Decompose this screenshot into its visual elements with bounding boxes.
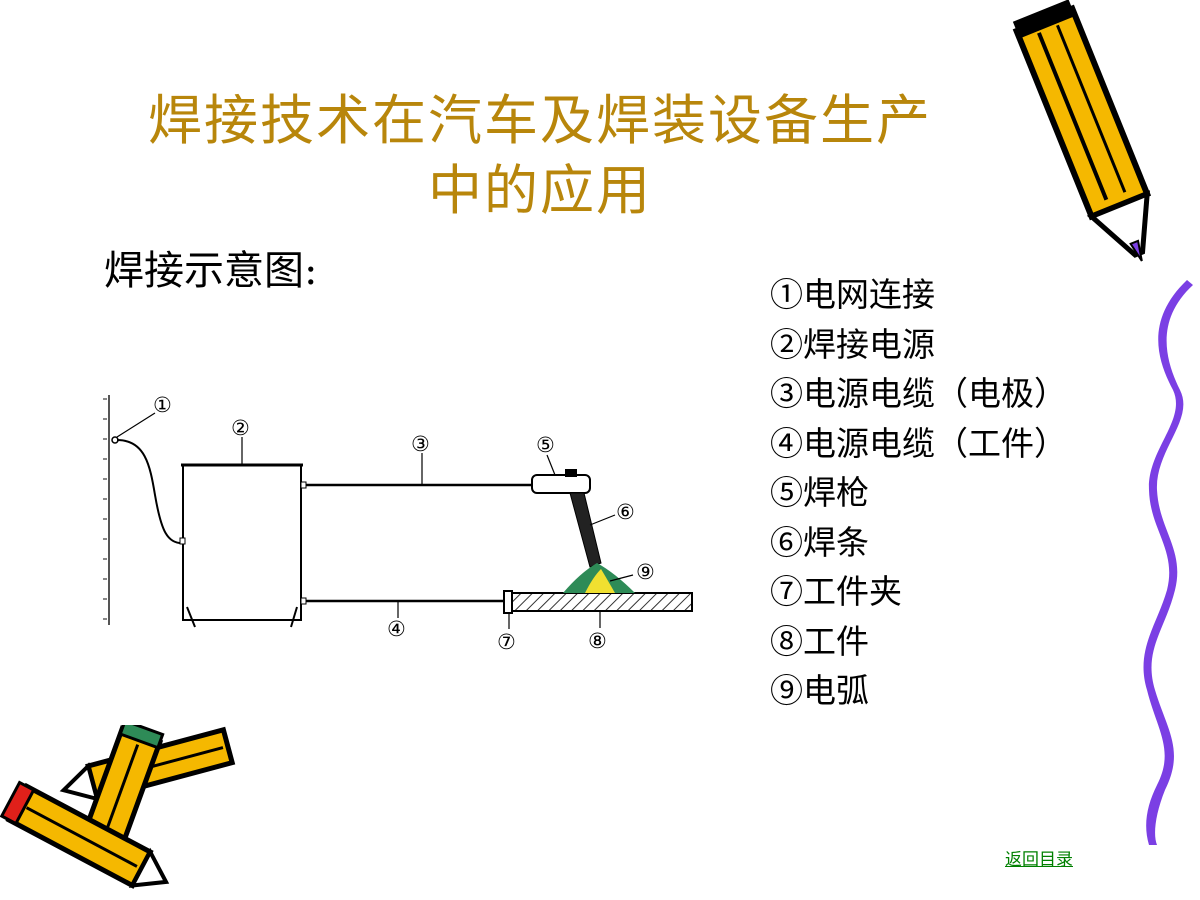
welding-arc bbox=[563, 563, 635, 593]
marker-9: ⑨ bbox=[636, 560, 655, 584]
electrode-rod bbox=[569, 492, 602, 568]
pencil-icon bbox=[1012, 0, 1152, 262]
legend-item: ⑧工件 bbox=[770, 621, 869, 661]
legend-item: ⑤焊枪 bbox=[770, 473, 869, 512]
slide-title: 焊接技术在汽车及焊装设备生产 中的应用 bbox=[100, 86, 980, 226]
marker-2: ② bbox=[231, 416, 250, 440]
purple-ribbon-icon bbox=[1143, 280, 1193, 845]
back-to-toc-link[interactable]: 返回目录 bbox=[1005, 850, 1073, 870]
marker-5: ⑤ bbox=[536, 433, 555, 457]
slide-title-line-2: 中的应用 bbox=[428, 159, 652, 222]
crossed-pencils-icon bbox=[0, 725, 236, 889]
marker-1: ① bbox=[153, 393, 172, 417]
legend-list: ①电网连接 ②焊接电源 ③电源电缆（电极） ④电源电缆（工件） ⑤焊枪 ⑥焊条 … bbox=[770, 270, 1067, 716]
diagram-heading: 焊接示意图: bbox=[104, 248, 318, 294]
legend-item: ②焊接电源 bbox=[770, 324, 935, 364]
marker-4: ④ bbox=[387, 617, 406, 641]
legend-item: ③电源电缆（电极） bbox=[770, 374, 1067, 413]
legend-item: ④电源电缆（工件） bbox=[770, 423, 1067, 463]
legend-item: ⑦工件夹 bbox=[770, 572, 902, 611]
workpiece bbox=[509, 592, 693, 612]
legend-item: ①电网连接 bbox=[770, 275, 935, 314]
slide-title-line-1: 焊接技术在汽车及焊装设备生产 bbox=[148, 89, 932, 152]
power-source-box bbox=[179, 463, 307, 628]
leader-lines bbox=[116, 412, 634, 629]
marker-7: ⑦ bbox=[497, 630, 516, 654]
workpiece-clamp bbox=[503, 590, 513, 614]
marker-8: ⑧ bbox=[588, 629, 607, 653]
legend-item: ⑨电弧 bbox=[770, 671, 869, 710]
welding-schematic: ① ② ③ ④ ⑤ ⑥ ⑦ ⑧ ⑨ bbox=[103, 393, 693, 654]
welding-gun bbox=[531, 469, 591, 494]
legend-item: ⑥焊条 bbox=[770, 522, 869, 562]
mains-cable bbox=[116, 439, 186, 545]
marker-3: ③ bbox=[411, 432, 430, 456]
grid-wall bbox=[103, 395, 119, 625]
marker-6: ⑥ bbox=[616, 500, 635, 524]
